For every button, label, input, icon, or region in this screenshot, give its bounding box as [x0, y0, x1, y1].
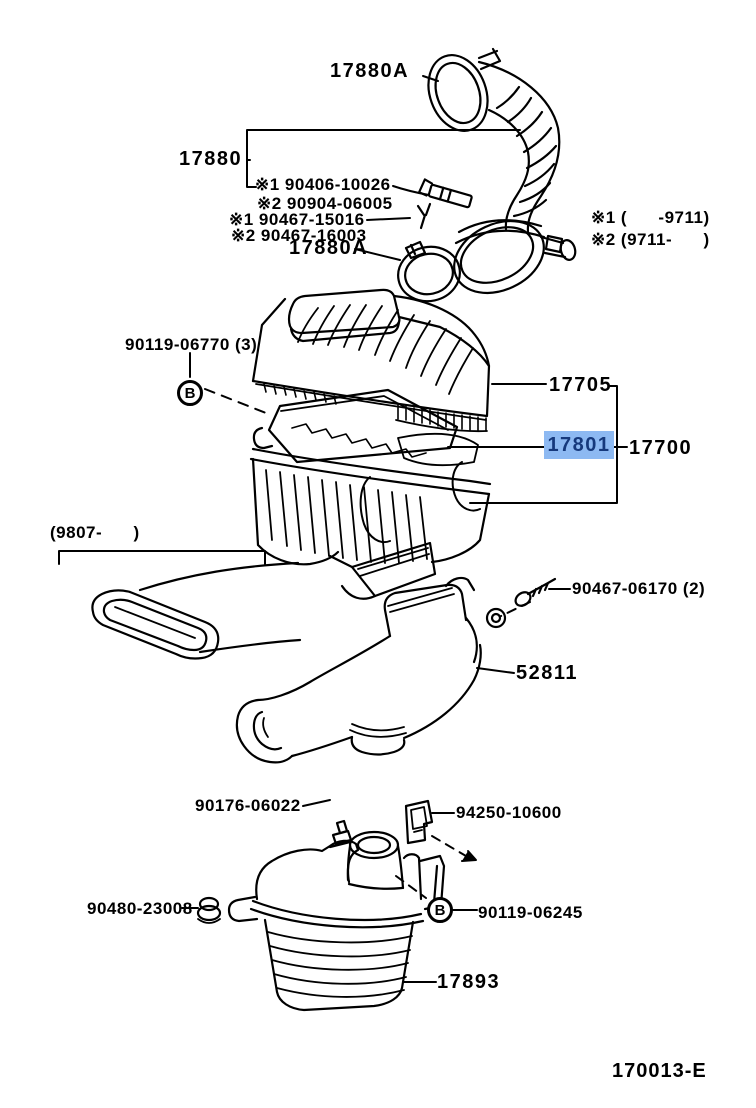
callout-resonator-clip[interactable]: 94250-10600	[456, 803, 562, 822]
leader-inlet-duct	[476, 667, 515, 674]
callout-duct-bolt[interactable]: 90467-06170 (2)	[572, 579, 706, 598]
duct-9807-drawing	[91, 561, 302, 660]
callout-clamp-lower[interactable]: 17880A	[289, 237, 369, 259]
callout-resonator[interactable]: 17893	[437, 971, 501, 993]
bracket-hose	[246, 129, 521, 188]
hose-clamp-upper-drawing	[427, 47, 502, 132]
filter-element-drawing	[267, 388, 479, 467]
cleaner-cap-drawing	[251, 288, 491, 433]
marker-b-top: B	[177, 380, 203, 406]
callout-cleaner-case[interactable]: 17700	[629, 437, 693, 459]
callout-resonator-nut[interactable]: 90119-06245	[478, 903, 583, 922]
callout-hose-clamp-note2[interactable]: ※2 90467-16003	[231, 226, 367, 245]
leader-resonator-bolt	[302, 799, 331, 807]
callout-filter-element-highlighted[interactable]: 17801	[544, 431, 614, 459]
leader-clamp-lower	[354, 248, 401, 261]
bracket-9807	[58, 550, 266, 565]
callout-clamp-upper[interactable]: 17880A	[330, 60, 410, 82]
callout-resonator-bolt[interactable]: 90176-06022	[195, 796, 301, 815]
note-duct-date-range: (9807- )	[50, 523, 140, 542]
callout-hose-bolt-note1[interactable]: ※1 90406-10026	[255, 175, 391, 194]
figure-code: 170013-E	[612, 1060, 707, 1082]
air-hose-drawing	[453, 60, 577, 295]
dash-clip-arrow	[461, 850, 477, 862]
marker-b-bottom: B	[427, 897, 453, 923]
callout-inlet-duct[interactable]: 52811	[516, 662, 579, 684]
callout-resonator-grommet[interactable]: 90480-23008	[87, 899, 193, 918]
leader-lines	[58, 75, 628, 983]
note-applicability-1: ※1 ( -9711)	[591, 208, 710, 227]
callout-hose-bolt-note2[interactable]: ※2 90904-06005	[257, 194, 393, 213]
inlet-duct-drawing	[235, 576, 557, 764]
callout-hose-clamp-note1[interactable]: ※1 90467-15016	[229, 210, 365, 229]
cleaner-case-drawing	[249, 426, 492, 600]
note-applicability-2: ※2 (9711- )	[591, 230, 710, 249]
bracket-cleaner	[469, 383, 628, 504]
hose-clamp-pin-drawing	[416, 202, 432, 230]
callout-cap-bolt[interactable]: 90119-06770 (3)	[125, 335, 258, 354]
leader-hose-clamp-note	[366, 217, 411, 221]
dash-clip	[431, 835, 467, 857]
hose-clamp-lower-drawing	[397, 240, 461, 303]
callout-cleaner-cap[interactable]: 17705	[549, 374, 613, 396]
resonator-drawing	[196, 799, 446, 1012]
callout-hose[interactable]: 17880	[179, 148, 243, 170]
hose-bolt-drawing	[417, 178, 473, 209]
dash-b-top	[204, 388, 267, 414]
